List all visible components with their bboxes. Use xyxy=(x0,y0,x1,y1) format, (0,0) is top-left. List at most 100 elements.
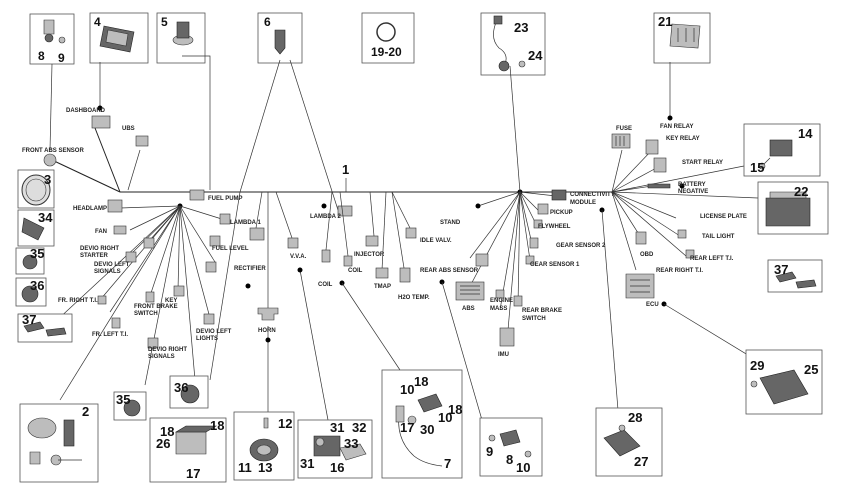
label-fuel-level: FUEL LEVEL xyxy=(212,246,249,252)
inset-part-5: 5 xyxy=(156,12,206,64)
tmap-connector: TMAP xyxy=(374,191,391,290)
inset-part-31-33-16-32: 31 32 33 31 16 xyxy=(297,419,373,479)
label-fuel-pump: FUEL PUMP xyxy=(208,196,243,202)
inset-part-25-29: 29 25 xyxy=(745,349,823,415)
inset-part-35-mid: 35 xyxy=(113,391,147,421)
label-tail-light: TAIL LIGHT xyxy=(702,234,735,240)
callout-32: 32 xyxy=(352,420,366,435)
devio-left-lights: DEVIO LEFT LIGHTS xyxy=(196,313,232,342)
callout-18-c: 18 xyxy=(414,374,428,389)
label-devio-left-signals-1: DEVIO LEFT xyxy=(94,262,130,268)
rear-right-ti: REAR RIGHT T.I. xyxy=(656,268,703,274)
callout-14: 14 xyxy=(798,126,813,141)
injector-connector: INJECTOR xyxy=(354,191,385,258)
label-abs: ABS xyxy=(462,306,475,312)
callout-5: 5 xyxy=(161,15,168,29)
callout-34: 34 xyxy=(38,210,53,225)
label-engine-mass-2: MASS xyxy=(490,306,507,312)
callout-26: 26 xyxy=(156,436,170,451)
rear-left-ti: REAR LEFT T.I. xyxy=(685,249,734,262)
callout-21: 21 xyxy=(658,14,672,29)
label-fr-left-ti: FR. LEFT T.I. xyxy=(92,332,128,338)
obd: OBD xyxy=(635,231,654,258)
callout-23: 23 xyxy=(514,20,528,35)
callout-15: 15 xyxy=(750,160,764,175)
fuel-level-connector: FUEL LEVEL xyxy=(205,235,249,273)
label-rear-right-ti: REAR RIGHT T.I. xyxy=(656,268,703,274)
label-connectivity-module-1: CONNECTIVITY xyxy=(570,192,615,198)
callout-37-right: 37 xyxy=(774,262,788,277)
engine-mass: ENGINE MASS xyxy=(490,289,513,312)
inset-part-11-12-13: 12 11 13 xyxy=(233,411,295,481)
label-battery-negative-1: BATTERY xyxy=(678,182,706,188)
key-connector: KEY xyxy=(165,285,185,304)
label-devio-left-lights-1: DEVIO LEFT xyxy=(196,329,232,335)
inset-part-26-18-17: 18 18 26 17 xyxy=(149,417,227,483)
inset-part-21: 21 xyxy=(653,12,711,64)
rear-brake-switch: REAR BRAKE SWITCH xyxy=(513,295,562,322)
label-front-abs-sensor: FRONT ABS SENSOR xyxy=(22,148,84,154)
label-rear-abs-sensor: REAR ABS SENSOR xyxy=(420,268,479,274)
callout-24: 24 xyxy=(528,48,543,63)
inset-part-37-right: 37 xyxy=(767,259,823,293)
devio-right-signals: DEVIO RIGHT SIGNALS xyxy=(147,337,187,360)
callout-17-a: 17 xyxy=(186,466,200,481)
inset-part-19-20: 19-20 xyxy=(361,12,415,64)
callout-35-left: 35 xyxy=(30,246,44,261)
callout-1-marker: 1 xyxy=(342,162,349,192)
callout-2: 2 xyxy=(82,404,89,419)
label-headlamp: HEADLAMP xyxy=(73,206,107,212)
label-flywheel: FLYWHEEL xyxy=(538,224,571,230)
callout-33: 33 xyxy=(344,436,358,451)
headlamp-connector: HEADLAMP xyxy=(73,199,123,213)
label-devio-left-signals-2: SIGNALS xyxy=(94,269,121,275)
pickup-connector: PICKUP xyxy=(537,203,573,216)
front-abs-sensor-connector: FRONT ABS SENSOR xyxy=(22,63,84,167)
inset-part-3: 3 xyxy=(17,169,55,209)
label-dashboard: DASHBOARD xyxy=(66,108,106,114)
label-ecu: ECU xyxy=(646,302,659,308)
lambda-1-branch xyxy=(209,59,281,381)
label-idle-valv: IDLE VALV. xyxy=(420,238,452,244)
inset-part-2: 2 xyxy=(19,403,99,483)
label-fr-right-ti: FR. RIGHT T.I. xyxy=(58,298,98,304)
label-devio-right-signals-2: SIGNALS xyxy=(148,354,175,360)
label-fan-relay: FAN RELAY xyxy=(660,124,693,130)
callout-8-b: 8 xyxy=(506,452,513,467)
label-vva: V.V.A. xyxy=(290,254,307,260)
callout-10-b: 10 xyxy=(438,410,452,425)
inset-part-4: 4 xyxy=(89,12,149,64)
callout-35-mid: 35 xyxy=(116,392,130,407)
callout-29: 29 xyxy=(750,358,764,373)
lambda-2-connector: LAMBDA 2 xyxy=(289,59,353,220)
inset-part-22: 22 xyxy=(757,181,829,235)
label-obd: OBD xyxy=(640,252,654,258)
label-gear-sensor-1: GEAR SENSOR 1 xyxy=(530,262,580,268)
ecu: ECU xyxy=(625,273,767,367)
callout-16: 16 xyxy=(330,460,344,475)
callout-3: 3 xyxy=(44,172,51,187)
inset-part-coil-assembly: 18 10 18 10 17 30 7 xyxy=(381,369,462,479)
callout-1: 1 xyxy=(342,162,349,177)
key-relay: KEY RELAY xyxy=(653,136,700,173)
label-license-plate: LICENSE PLATE xyxy=(700,214,747,220)
label-front-brake-switch-1: FRONT BRAKE xyxy=(134,304,178,310)
fr-left-ti: FR. LEFT T.I. xyxy=(92,317,128,338)
tail-light: TAIL LIGHT xyxy=(677,229,735,240)
callout-31-a: 31 xyxy=(330,420,344,435)
callout-18-a: 18 xyxy=(160,424,174,439)
inset-part-37-left: 37 xyxy=(17,312,73,343)
inset-part-35-left: 35 xyxy=(15,246,44,275)
label-stand: STAND xyxy=(440,220,461,226)
label-rear-left-ti: REAR LEFT T.I. xyxy=(690,256,734,262)
gear-sensor-2: GEAR SENSOR 2 xyxy=(529,237,606,249)
center-right-fanout xyxy=(467,65,557,331)
label-tmap: TMAP xyxy=(374,284,391,290)
label-rear-brake-switch-2: SWITCH xyxy=(522,316,546,322)
callout-22: 22 xyxy=(794,184,808,199)
label-imu: IMU xyxy=(498,352,509,358)
label-lambda-2: LAMBDA 2 xyxy=(310,214,341,220)
label-injector: INJECTOR xyxy=(354,252,385,258)
fuel-pump-connector: FUEL PUMP xyxy=(182,55,243,202)
